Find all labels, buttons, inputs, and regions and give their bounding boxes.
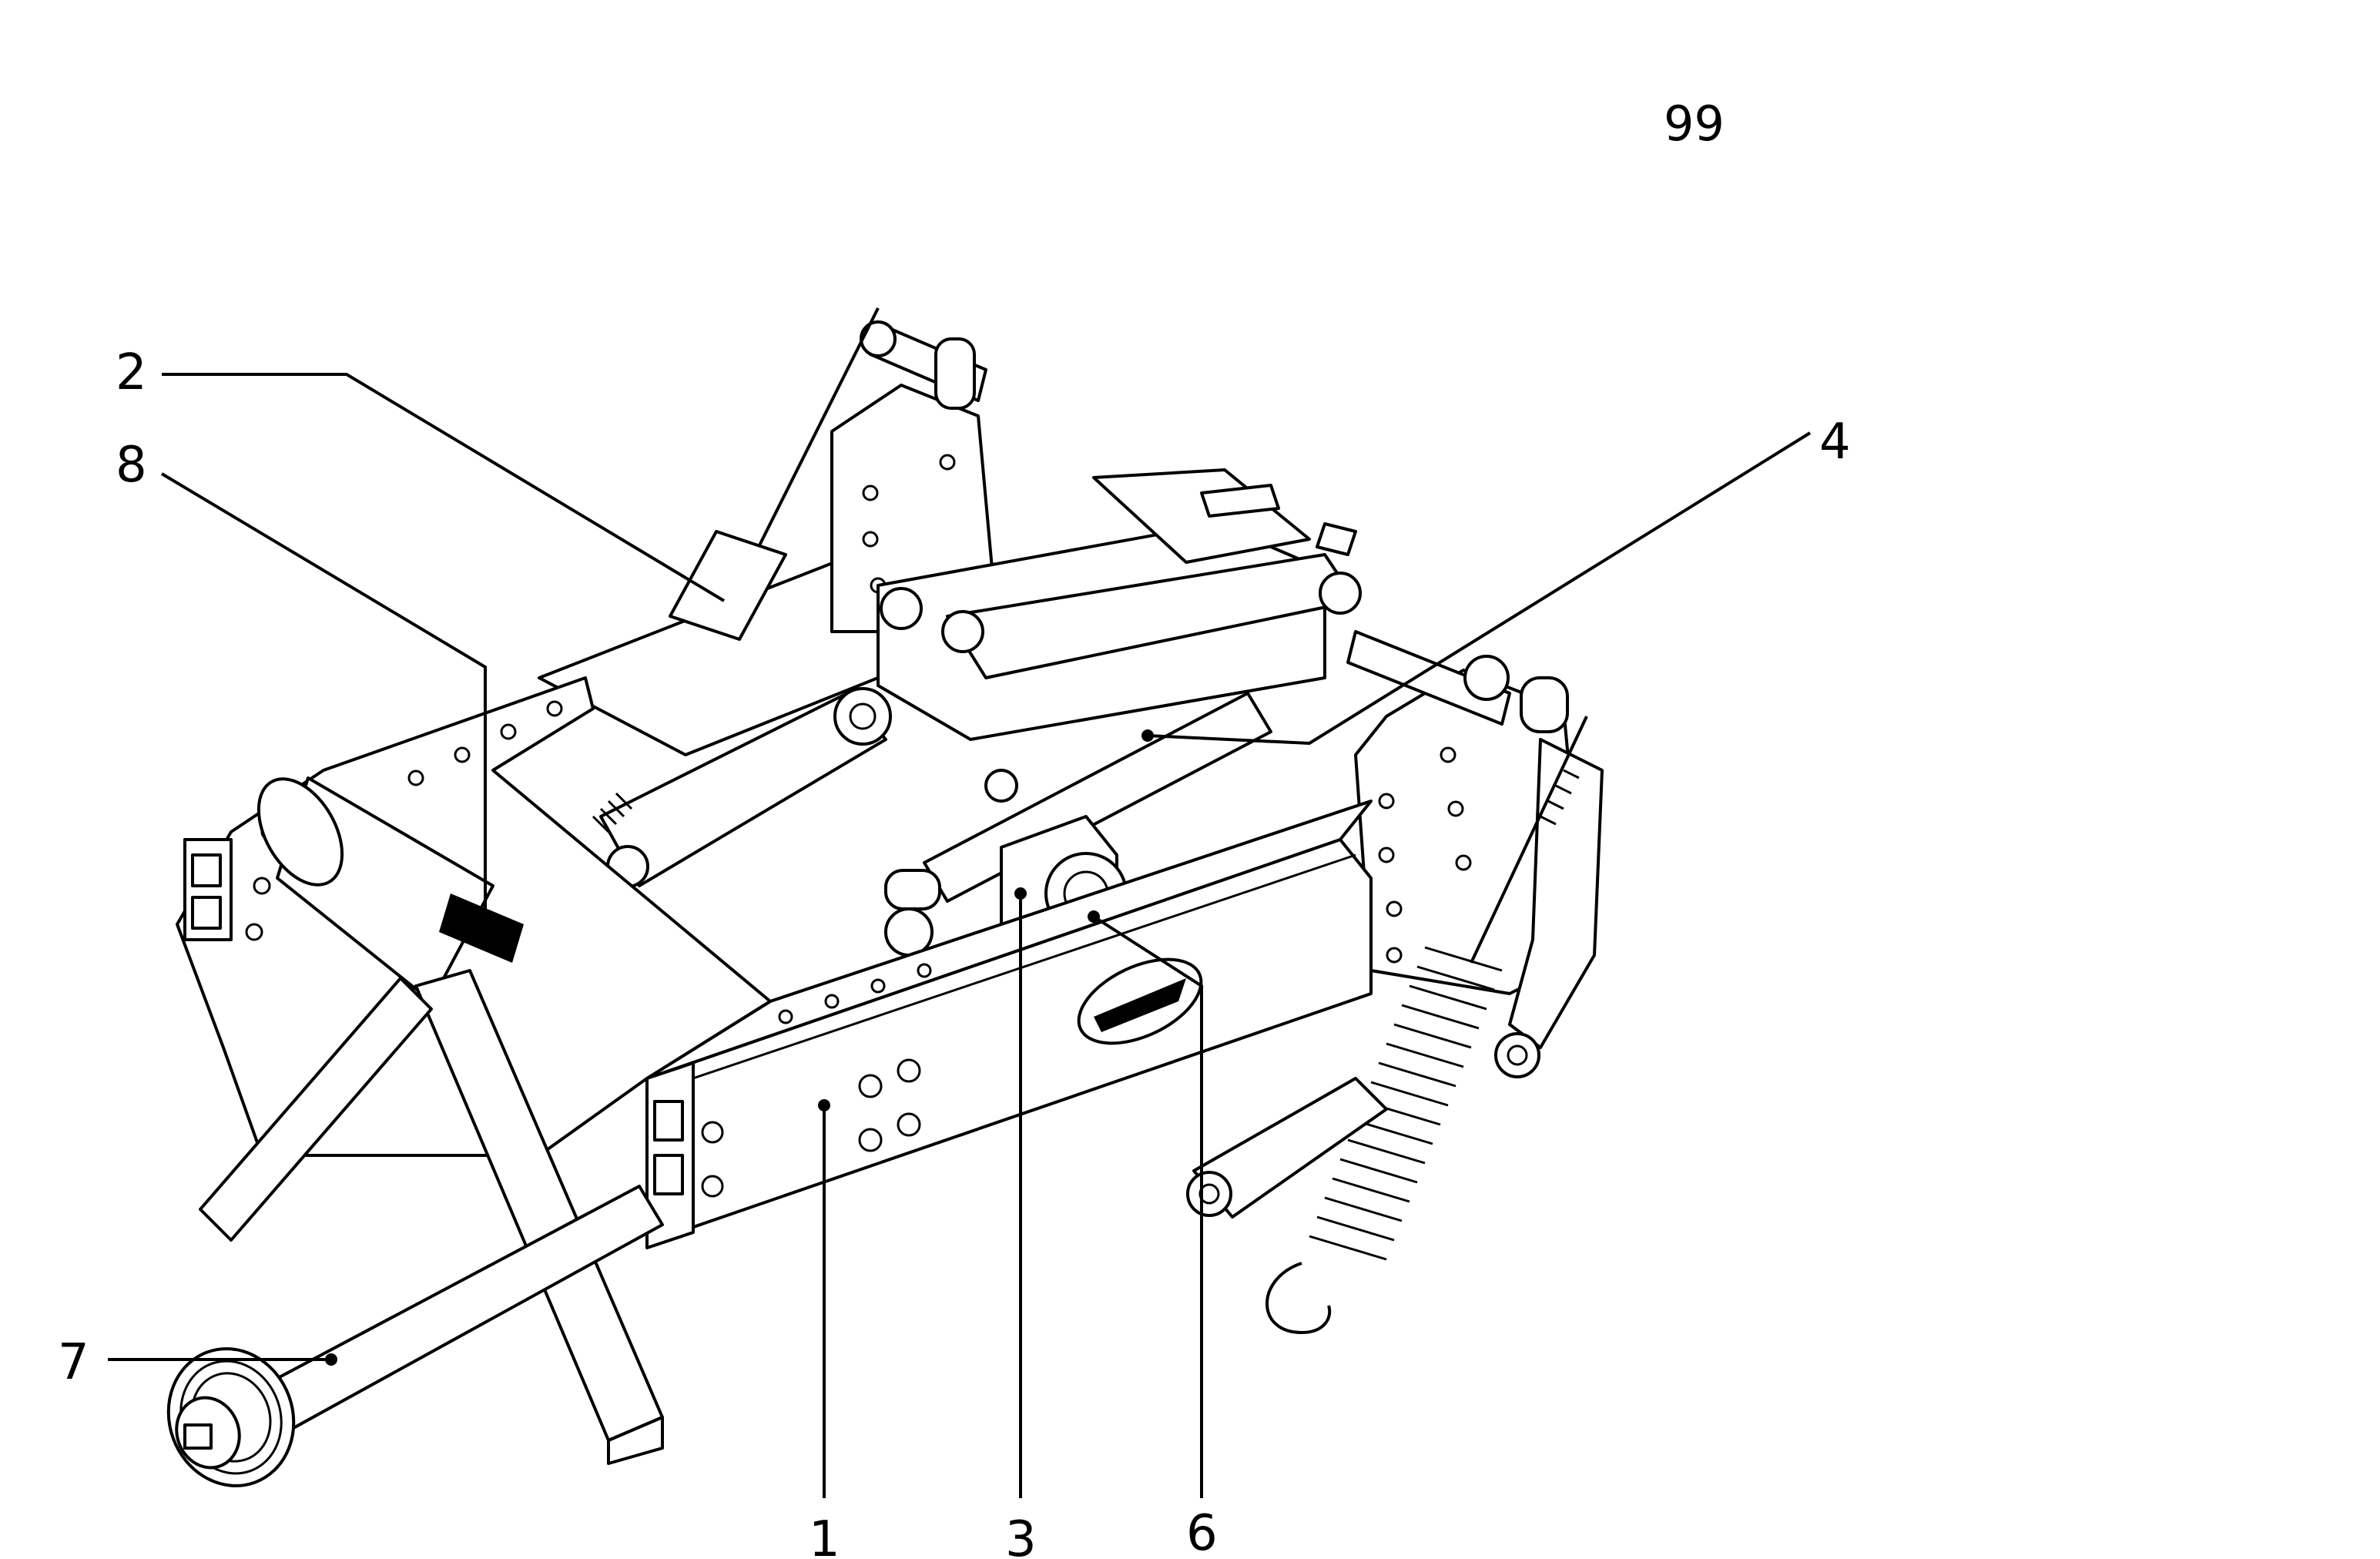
callout-1: 1 xyxy=(809,1099,840,1559)
callout-label-7: 7 xyxy=(58,1334,89,1391)
right-mount-holes xyxy=(1378,746,1472,964)
right-spring-rod xyxy=(1470,716,1588,964)
beam-holes xyxy=(778,963,932,1152)
callout-3: 3 xyxy=(1005,887,1037,1559)
left-spring-rod xyxy=(753,307,880,555)
right-lift-arm xyxy=(1508,738,1604,1049)
page-number: 99 xyxy=(1664,96,1725,152)
leg-base xyxy=(607,1416,664,1465)
callout-2: 2 xyxy=(116,344,726,602)
support-leg-rear xyxy=(199,977,433,1242)
right-spring xyxy=(1309,946,1503,1261)
top-bracket-block xyxy=(1092,468,1311,564)
callout-6: 6 xyxy=(1088,910,1218,1559)
pto-pulley xyxy=(166,1347,296,1487)
callout-label-6: 6 xyxy=(1186,1505,1218,1559)
callout-7: 7 xyxy=(58,1334,337,1391)
callout-label-1: 1 xyxy=(809,1511,840,1559)
callout-label-3: 3 xyxy=(1005,1511,1037,1559)
tube-label xyxy=(439,893,524,963)
callout-4: 4 xyxy=(1141,414,1851,746)
spring-hook xyxy=(1265,1262,1332,1335)
callout-label-8: 8 xyxy=(116,437,147,494)
machine-frame-drawing xyxy=(166,307,1604,1487)
right-pivot-pin xyxy=(1346,630,1511,726)
callout-8: 8 xyxy=(116,437,487,909)
callout-label-4: 4 xyxy=(1819,414,1851,471)
callout-label-2: 2 xyxy=(116,344,147,401)
brand-logo xyxy=(1077,957,1203,1045)
left-spring xyxy=(669,530,787,641)
